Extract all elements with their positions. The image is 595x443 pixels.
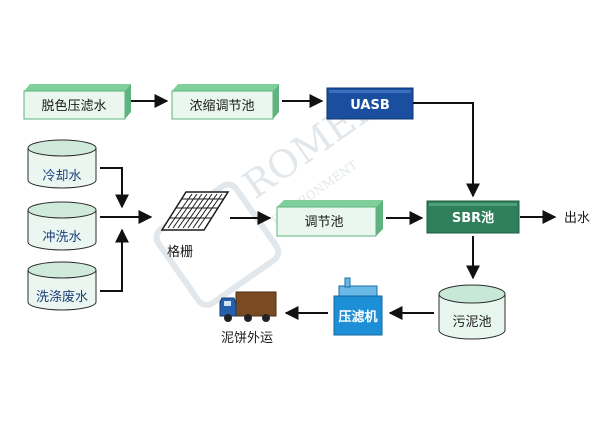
cooling-water-label: 冷却水 (42, 169, 81, 184)
washing-wastewater-tank: 洗涤废水 (27, 261, 97, 311)
filter-press: 压滤机 (333, 277, 383, 336)
outlet-water-label: 出水 (564, 211, 590, 226)
truck-icon (219, 291, 277, 322)
flush-water-label: 冲洗水 (42, 230, 81, 245)
sbr-tank-box: SBR池 (426, 200, 520, 234)
cake-transport-label: 泥饼外运 (221, 331, 273, 346)
bar-screen-label: 格栅 (167, 244, 193, 260)
uasb-label: UASB (350, 98, 390, 113)
filter-press-label: 压滤机 (338, 309, 377, 325)
desulfur-water-label: 脱色压滤水 (41, 98, 106, 114)
uasb-reactor-box: UASB (326, 87, 414, 120)
sludge-tank-label: 污泥池 (452, 315, 491, 330)
bar-screen-grid: 格栅 (160, 191, 230, 260)
regulating-tank-label: 调节池 (304, 215, 343, 230)
desulfur-water-box: 脱色压滤水 (23, 84, 131, 120)
washing-wastewater-label: 洗涤废水 (36, 289, 88, 305)
flush-water-tank: 冲洗水 (27, 201, 97, 251)
concentration-tank-label: 浓缩调节池 (189, 98, 254, 114)
arrow-uasb-to-sbr (413, 102, 480, 198)
cooling-water-tank: 冷却水 (27, 139, 97, 189)
sbr-label: SBR池 (452, 210, 494, 226)
sludge-tank: 污泥池 (438, 284, 506, 340)
flow-arrows (100, 94, 557, 320)
concentration-tank-box: 浓缩调节池 (171, 84, 279, 120)
regulating-tank-box: 调节池 (276, 200, 383, 237)
arrow-washing-to-grid (100, 228, 129, 292)
arrow-cooling-to-grid (100, 167, 129, 209)
